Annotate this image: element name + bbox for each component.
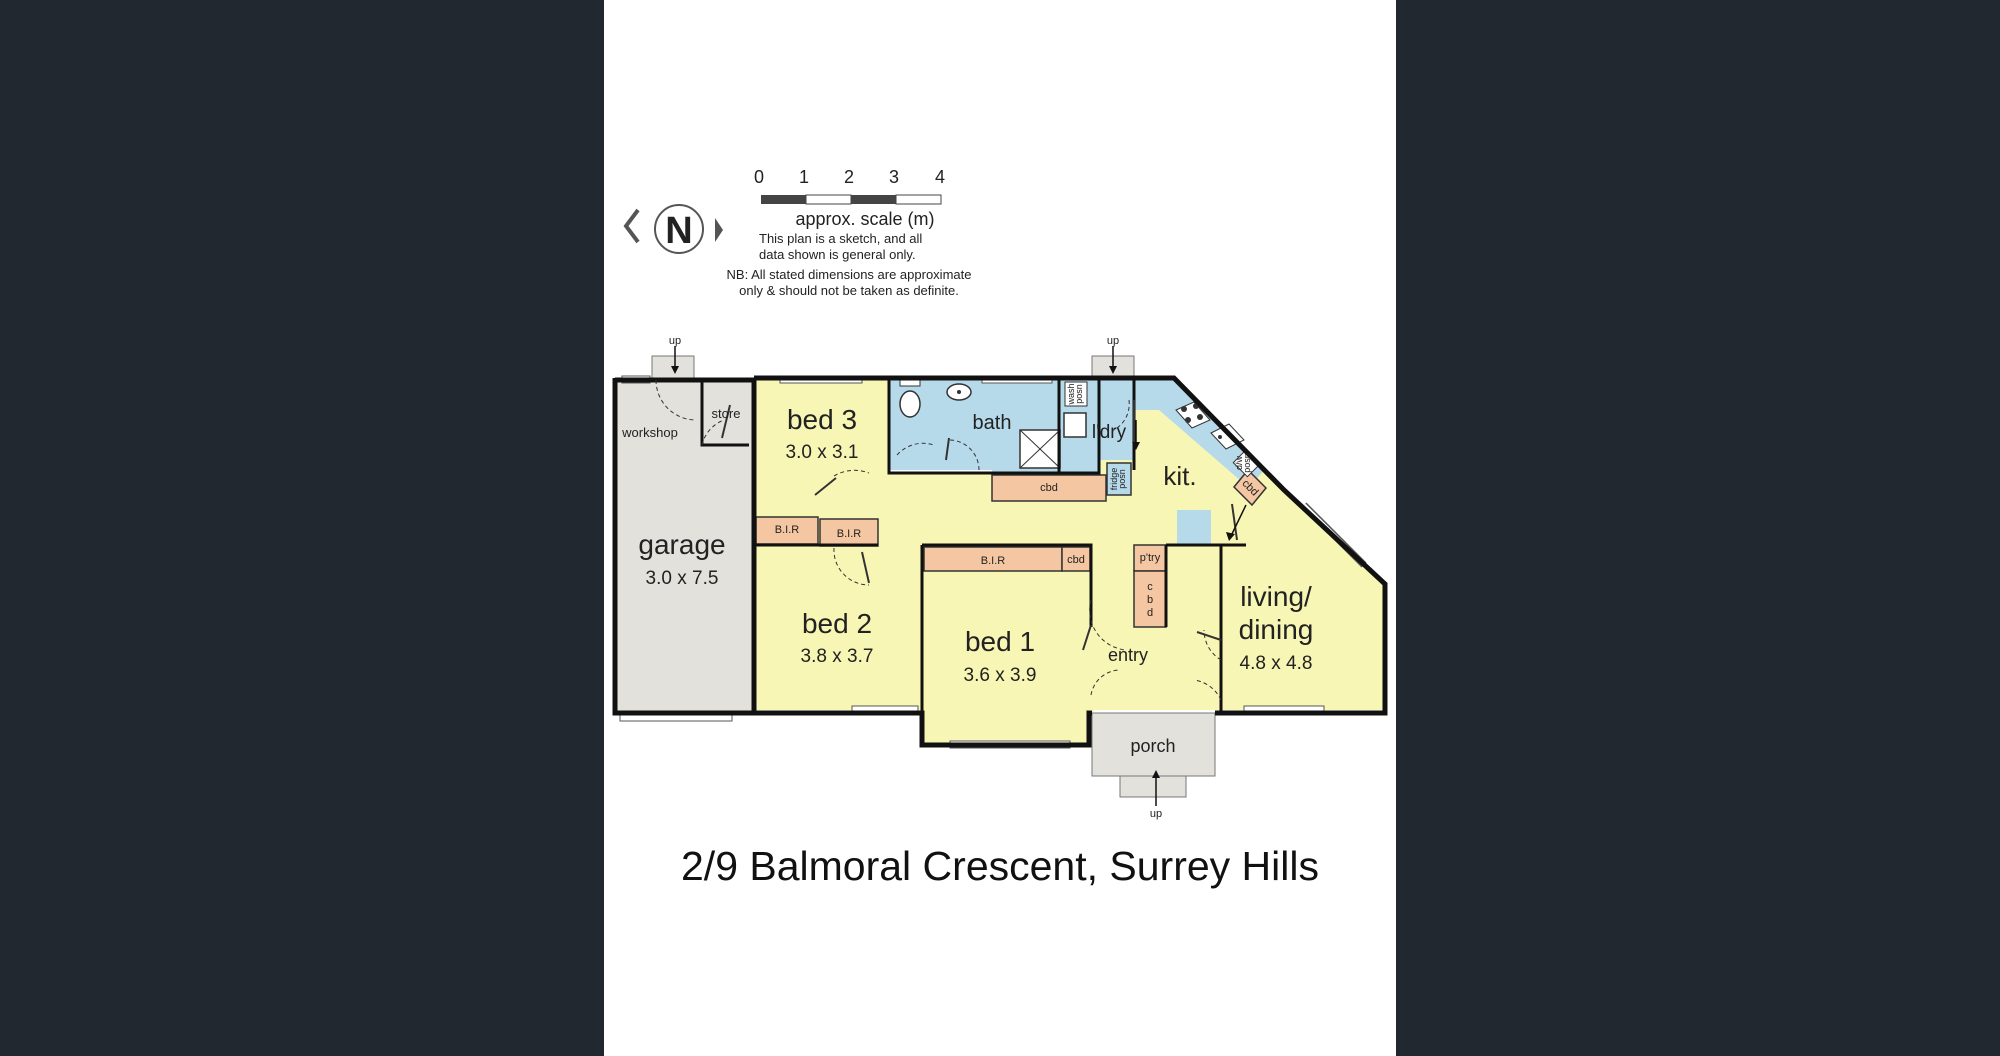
bir-bed2-label: B.I.R <box>837 528 862 540</box>
sketch-note-line2: data shown is general only. <box>759 247 916 262</box>
scale-tick-1: 1 <box>799 167 809 187</box>
floor-plan-sheet: N 0 1 2 3 4 approx. scale (m) This plan … <box>604 0 1396 1056</box>
up-porch-label: up <box>1150 808 1162 820</box>
bed3-label: bed 3 <box>787 404 857 435</box>
pantry <box>1133 544 1167 572</box>
bir-bed1 <box>923 546 1063 572</box>
nb-note-line2: only & should not be taken as definite. <box>739 283 959 298</box>
bed3-dimensions: 3.0 x 3.1 <box>786 442 859 463</box>
sketch-note-line1: This plan is a sketch, and all <box>759 231 922 246</box>
workshop-label: workshop <box>621 425 678 440</box>
scale-tick-3: 3 <box>889 167 899 187</box>
entry-label: entry <box>1108 645 1148 665</box>
bed2-dimensions: 3.8 x 3.7 <box>801 646 874 667</box>
arrows <box>671 346 1247 806</box>
laundry-label: l'dry <box>1092 422 1127 443</box>
pantry-label: p'try <box>1140 552 1161 564</box>
store-label: store <box>712 406 741 421</box>
cupboards <box>755 381 1268 628</box>
laundry-trough <box>1063 412 1087 438</box>
cbd-kitchen <box>1232 468 1268 507</box>
cbd-bed1 <box>1061 546 1091 572</box>
room-labels: garage 3.0 x 7.5 workshop store bed 3 3.… <box>621 404 1313 756</box>
walls <box>612 375 1388 748</box>
scale-bar: 0 1 2 3 4 approx. scale (m) This plan is… <box>727 167 972 298</box>
living-label-line2: dining <box>1239 614 1314 645</box>
compass-letter: N <box>665 210 692 252</box>
cbd-hall <box>991 474 1107 502</box>
porch-area <box>1091 712 1216 777</box>
kitchen-label: kit. <box>1163 461 1196 491</box>
up-laundry-label: up <box>1107 335 1119 347</box>
bed1-area <box>922 545 1089 745</box>
bath-label: bath <box>973 412 1012 434</box>
living-dimensions: 4.8 x 4.8 <box>1240 653 1313 674</box>
scale-tick-0: 0 <box>754 167 764 187</box>
scale-caption: approx. scale (m) <box>795 209 934 229</box>
fridge-label-2: posn <box>1117 469 1127 489</box>
wash-position <box>1064 381 1088 407</box>
cbd-entry-d: d <box>1147 607 1153 619</box>
doors <box>655 379 1238 701</box>
kitchen-bench <box>1134 380 1264 488</box>
bed1-dimensions: 3.6 x 3.9 <box>964 665 1037 686</box>
dw-label-1: d/w <box>1234 456 1244 471</box>
property-address: 2/9 Balmoral Crescent, Surrey Hills <box>681 843 1319 889</box>
cbd-entry-c: c <box>1147 581 1153 593</box>
living-label-line1: living/ <box>1240 581 1312 612</box>
bed1-label: bed 1 <box>965 626 1035 657</box>
cbd-bed1-label: cbd <box>1067 554 1085 566</box>
bir-bed1-label: B.I.R <box>981 555 1006 567</box>
north-compass-icon: N <box>623 204 723 254</box>
scale-tick-4: 4 <box>935 167 945 187</box>
island-bench <box>1177 510 1211 546</box>
cbd-entry-b: b <box>1147 594 1153 606</box>
scale-tick-2: 2 <box>844 167 854 187</box>
fridge-label-1: fridge <box>1109 468 1119 491</box>
floor-plan: N 0 1 2 3 4 approx. scale (m) This plan … <box>612 167 1388 820</box>
room-fills <box>615 355 1385 798</box>
toilet-icon <box>899 390 921 418</box>
wash-label-1: wash <box>1066 383 1076 405</box>
dw-label-2: posn <box>1242 453 1252 473</box>
bed2-label: bed 2 <box>802 608 872 639</box>
nb-note-line1: NB: All stated dimensions are approximat… <box>727 267 972 282</box>
cbd-entry <box>1133 570 1167 628</box>
up-workshop-label: up <box>669 335 681 347</box>
porch-label: porch <box>1130 736 1175 756</box>
fridge-position <box>1106 462 1132 496</box>
workshop-area <box>615 380 755 448</box>
fixture-labels: B.I.R B.I.R B.I.R cbd cbd p'try c b d fr… <box>669 335 1261 820</box>
garage-dimensions: 3.0 x 7.5 <box>646 568 719 589</box>
cbd-hall-label: cbd <box>1040 482 1058 494</box>
wash-label-2: posn <box>1074 384 1084 404</box>
garage-label: garage <box>638 529 725 560</box>
bir-bed3-label: B.I.R <box>775 524 800 536</box>
cooktop-icon <box>1175 401 1211 429</box>
